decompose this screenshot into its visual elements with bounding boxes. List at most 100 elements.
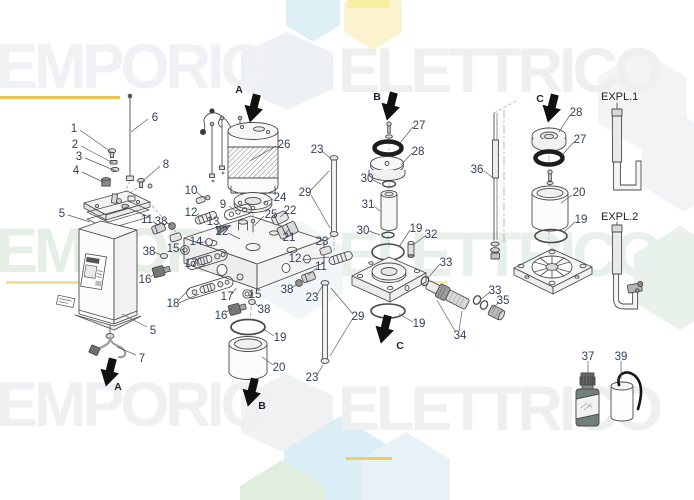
part-29-rod-lower <box>320 280 330 364</box>
part-9-link <box>223 203 253 221</box>
leader-line <box>80 145 114 164</box>
part-label-7: 7 <box>139 353 145 365</box>
part-label-19: 19 <box>413 318 426 330</box>
leader-line <box>130 118 149 133</box>
part-13-cone <box>215 225 232 235</box>
leader-line <box>152 220 159 227</box>
part-label-30: 30 <box>357 225 370 237</box>
section-label-B: B <box>373 91 381 103</box>
watermark-emporio: EMPORIO <box>0 32 270 102</box>
part-label-32: 32 <box>425 229 438 241</box>
leader-line <box>316 364 324 376</box>
part-35-plug <box>487 304 506 321</box>
fitting-kits <box>151 194 353 316</box>
part-label-39: 39 <box>615 351 628 363</box>
section-label-C: C <box>536 93 544 105</box>
part-38-washer-d <box>159 252 169 260</box>
leader-line <box>491 301 500 310</box>
part-20-cylinder-left <box>228 336 268 380</box>
leader-line <box>558 114 571 133</box>
part-6-rod <box>122 93 134 197</box>
part-label-29: 29 <box>299 187 312 199</box>
part-label-27: 27 <box>574 134 587 146</box>
scan-artifact-line <box>6 281 134 284</box>
leader-line <box>249 145 277 162</box>
part-label-20: 20 <box>573 187 586 199</box>
part-16-plug-left <box>151 265 171 279</box>
part-label-6: 6 <box>152 112 158 124</box>
part-label-26: 26 <box>278 139 291 151</box>
leader-line <box>195 256 204 261</box>
part-label-36: 36 <box>471 164 484 176</box>
leader-line <box>225 308 233 313</box>
part-label-14: 14 <box>190 236 203 248</box>
part-10-kit <box>195 194 211 204</box>
leader-line <box>67 214 91 223</box>
part-label-23: 23 <box>306 292 319 304</box>
scan-artifact-line <box>347 0 389 8</box>
part-label-28: 28 <box>412 146 425 158</box>
part-38-nut-b <box>295 279 303 287</box>
part-label-16: 16 <box>139 274 152 286</box>
leader-line <box>150 270 158 278</box>
part-26-motor <box>227 122 279 198</box>
part-label-8: 8 <box>163 159 169 171</box>
part-label-5: 5 <box>150 325 156 337</box>
leader-line <box>412 235 426 246</box>
expl-label: EXPL.1 <box>601 91 638 103</box>
leader-line <box>436 299 456 332</box>
part-38-washer-c <box>248 298 256 306</box>
part-label-23: 23 <box>311 144 324 156</box>
expl1-hook <box>611 102 642 191</box>
part-label-19: 19 <box>410 223 423 235</box>
part-31-cylinder <box>380 190 398 231</box>
leader-line <box>121 313 148 328</box>
part-16-plug-b <box>227 303 247 316</box>
leader-line <box>426 263 441 280</box>
part-label-22: 22 <box>216 226 229 238</box>
section-arrow-b-bottom <box>242 377 261 407</box>
leader-line <box>479 291 491 301</box>
part-32-pin <box>407 241 415 258</box>
leader-line <box>560 194 573 204</box>
leader-line <box>178 287 191 301</box>
part-label-29: 29 <box>352 311 365 323</box>
c-assembly <box>513 125 593 295</box>
part-label-23: 23 <box>306 372 319 384</box>
leader-line <box>329 317 354 357</box>
part-21-plug <box>276 220 299 240</box>
part-label-28: 28 <box>570 107 583 119</box>
leader-line <box>321 150 331 159</box>
part-label-31: 31 <box>362 199 375 211</box>
watermark-elettrico: ELETTRICO <box>338 36 663 106</box>
part-label-22: 22 <box>284 205 297 217</box>
part-12-spring-left <box>194 211 217 225</box>
part-39-capacitor <box>610 371 643 422</box>
part-30-oring-b <box>381 231 395 239</box>
leader-line <box>231 287 237 295</box>
part-label-38: 38 <box>258 304 271 316</box>
leader-line <box>458 310 463 332</box>
part-label-33: 33 <box>489 285 502 297</box>
part-label-11: 11 <box>141 214 153 226</box>
part-28-cap-b <box>368 156 406 181</box>
leader-line <box>79 129 112 153</box>
part-label-33: 33 <box>440 257 453 269</box>
leader-line <box>247 294 252 297</box>
leader-line <box>84 157 117 172</box>
leader-line <box>178 248 184 251</box>
part-label-5: 5 <box>59 208 65 220</box>
part-12-spring-right <box>328 251 353 265</box>
leader-line <box>81 171 106 184</box>
part-36-rod <box>490 100 517 260</box>
part-label-1: 1 <box>71 123 77 135</box>
part-27-oring-c <box>533 149 565 167</box>
part-label-17: 17 <box>221 291 234 303</box>
leader-line <box>398 313 414 323</box>
leader-line <box>253 215 265 227</box>
c-flange-plate <box>513 248 593 295</box>
part-label-24: 24 <box>274 192 287 204</box>
leader-line <box>326 235 333 241</box>
leader-line <box>196 191 204 199</box>
